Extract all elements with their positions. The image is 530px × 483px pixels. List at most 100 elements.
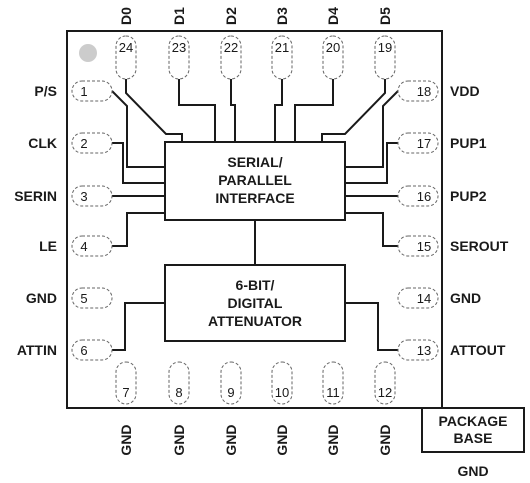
pin-number: 14: [417, 291, 431, 306]
pin-pad: [397, 235, 439, 257]
pin-number: 12: [378, 385, 392, 400]
pin-pad: [220, 361, 242, 405]
pin-2: 2 CLK: [28, 132, 113, 154]
pin-pad: [71, 235, 113, 257]
pin-pad: [271, 361, 293, 405]
pin-17: 17 PUP1: [397, 132, 487, 154]
pin-4: 4 LE: [39, 235, 113, 257]
pin-number: 17: [417, 136, 431, 151]
pin-1: 1P/S: [34, 80, 113, 102]
package-base: PACKAGE BASE GND: [421, 407, 525, 479]
pin-6: 6 ATTIN: [17, 339, 113, 361]
pin-pad: [168, 35, 190, 80]
pin-number: 13: [417, 343, 431, 358]
pin-5: 5 GND: [26, 287, 113, 309]
pin-label-d5: D5: [377, 7, 393, 25]
pin-number: 21: [275, 40, 289, 55]
pin-number: 18: [417, 84, 431, 99]
serial-parallel-interface-block: SERIAL/ PARALLEL INTERFACE: [164, 141, 346, 221]
pin-21: 21 D3: [271, 7, 293, 80]
left-pins: 1P/S 2 CLK 3 SERIN 4 LE 5 GND 6 ATTIN: [14, 80, 113, 361]
pin-number: 2: [80, 136, 87, 151]
pin-label-gnd: GND: [171, 424, 187, 455]
pin-pad: [397, 287, 439, 309]
attenuator-block-line-3: ATTENUATOR: [208, 313, 302, 329]
pin-18: 18 VDD: [397, 80, 480, 102]
pin-pad: [374, 35, 396, 80]
pin-number: 8: [175, 385, 182, 400]
pin-number: 24: [119, 40, 133, 55]
pin-pad: [115, 361, 137, 405]
pin-label-vdd: VDD: [450, 83, 480, 99]
package-base-gnd-label: GND: [457, 463, 488, 479]
pin-pad: [271, 35, 293, 80]
serial-block-line-3: INTERFACE: [215, 190, 294, 206]
pin-label-d1: D1: [171, 7, 187, 25]
pin-label-d4: D4: [325, 7, 341, 25]
pin-number: 3: [80, 189, 87, 204]
pin-pad: [71, 185, 113, 207]
pin-label-clk: CLK: [28, 135, 57, 151]
pin-pad: [71, 132, 113, 154]
pin-number: 4: [80, 239, 87, 254]
pin-16: 16 PUP2: [397, 185, 487, 207]
pin-pad: [397, 185, 439, 207]
pin-label-d2: D2: [223, 7, 239, 25]
pin-number: 15: [417, 239, 431, 254]
pin-label-gnd: GND: [325, 424, 341, 455]
pin-label-p-s: P/S: [34, 83, 57, 99]
pin-23: 23 D1: [168, 7, 190, 80]
pin-pad: [374, 361, 396, 405]
pin-label-pup1: PUP1: [450, 135, 487, 151]
pin-number: 16: [417, 189, 431, 204]
pin-pad: [71, 287, 113, 309]
pin-number: 9: [227, 385, 234, 400]
pin-pad: [397, 132, 439, 154]
package-base-label-2: BASE: [454, 430, 493, 446]
pin-label-gnd: GND: [274, 424, 290, 455]
pin-number: 22: [224, 40, 238, 55]
pin-label-pup2: PUP2: [450, 188, 487, 204]
package-base-label-1: PACKAGE: [439, 413, 508, 429]
pin-label-serin: SERIN: [14, 188, 57, 204]
pin-pad: [71, 339, 113, 361]
pin-pad: [220, 35, 242, 80]
pin-label-gnd: GND: [26, 290, 57, 306]
pin-number: 7: [122, 385, 129, 400]
pin-pad: [115, 35, 137, 80]
pin-label-d3: D3: [274, 7, 290, 25]
pin-label-gnd: GND: [118, 424, 134, 455]
pin-label-attin: ATTIN: [17, 342, 57, 358]
attenuator-block-line-1: 6-BIT/: [236, 277, 275, 293]
pin-number: 20: [326, 40, 340, 55]
pin-pad: [397, 339, 439, 361]
pin-14: 14 GND: [397, 287, 481, 309]
pin-number: 6: [80, 343, 87, 358]
pin-pad: [168, 361, 190, 405]
pin-20: 20 D4: [322, 7, 344, 80]
pin-label-gnd: GND: [377, 424, 393, 455]
pin-pad: [71, 80, 113, 102]
pin-number: 23: [172, 40, 186, 55]
pin-label-gnd: GND: [450, 290, 481, 306]
serial-block-line-1: SERIAL/: [227, 154, 282, 170]
pin-number: 10: [275, 385, 289, 400]
digital-attenuator-block: 6-BIT/ DIGITAL ATTENUATOR: [164, 264, 346, 342]
pin-number: 5: [80, 291, 87, 306]
internal-wiring: [111, 79, 399, 351]
pin-label-le: LE: [39, 238, 57, 254]
serial-block-line-2: PARALLEL: [218, 172, 292, 188]
attenuator-block-line-2: DIGITAL: [228, 295, 283, 311]
pin-pad: [322, 361, 344, 405]
pin-3: 3 SERIN: [14, 185, 113, 207]
